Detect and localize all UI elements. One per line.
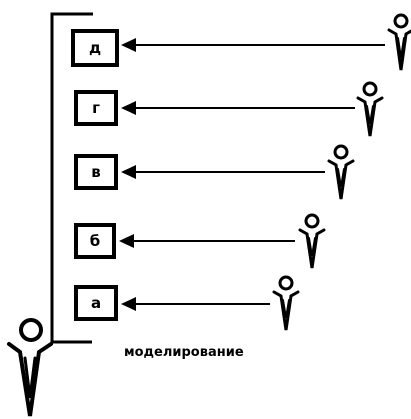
caption-modeling: моделирование xyxy=(124,345,244,360)
arrow-left-icon xyxy=(121,101,355,115)
person-stick-figure-icon xyxy=(7,318,53,417)
person-stick-figure-icon xyxy=(272,275,300,331)
arrow-left-icon xyxy=(121,38,385,52)
box-b-label: б xyxy=(90,232,100,250)
box-a: а xyxy=(74,285,118,321)
arrow-left-icon xyxy=(121,165,325,179)
box-g-label: г xyxy=(92,99,100,117)
person-stick-figure-icon xyxy=(387,13,411,71)
box-d-label: д xyxy=(89,39,101,57)
box-v-label: в xyxy=(91,163,101,181)
person-stick-figure-icon xyxy=(327,144,355,200)
person-stick-figure-icon xyxy=(298,213,326,269)
box-a-label: а xyxy=(91,294,101,312)
box-v: в xyxy=(74,154,118,190)
box-d: д xyxy=(71,29,119,67)
bracket-line xyxy=(50,12,93,344)
box-g: г xyxy=(74,90,118,126)
arrow-left-icon xyxy=(121,297,270,311)
person-stick-figure-icon xyxy=(356,81,384,137)
arrow-left-icon xyxy=(119,234,295,248)
box-b: б xyxy=(74,223,116,259)
